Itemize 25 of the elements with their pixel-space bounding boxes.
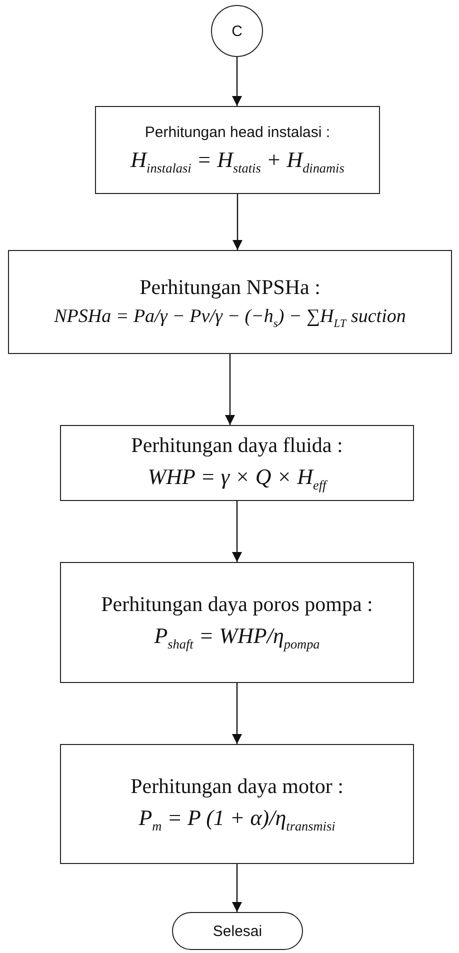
- terminator: [172, 912, 303, 950]
- arrow: [225, 354, 235, 425]
- process-box: [8, 250, 452, 354]
- arrow: [232, 683, 242, 744]
- process-box: [60, 425, 414, 501]
- arrow: [232, 864, 242, 912]
- step-heading: Perhitungan daya fluida :: [131, 432, 343, 458]
- arrow: [232, 501, 242, 562]
- process-box: [60, 744, 414, 864]
- formula: NPSHa = Pa/γ − Pv/γ − (−h$_{s}$) − ∑H$_{LT}$ suction: [54, 306, 406, 330]
- process-box: [95, 106, 380, 194]
- process-box: [60, 562, 414, 683]
- formula: WHP = γ × Q × H$_{eff}$: [148, 464, 326, 494]
- formula: H$_{instalasi}$ = H$_{statis}$ + H$_{dinamis}$: [130, 146, 344, 176]
- step-heading: Perhitungan daya motor :: [130, 774, 344, 799]
- formula: P$_{m}$ = P (1 + α)/η$_{transmisi}$: [138, 804, 336, 834]
- connector-circle: [211, 5, 263, 57]
- step-heading: Perhitungan NPSHa :: [140, 274, 320, 300]
- step-heading: Perhitungan head instalasi :: [144, 124, 330, 141]
- arrow: [232, 57, 242, 106]
- step-heading: Selesai: [212, 922, 262, 940]
- formula: P$_{shaft}$ = WHP/η$_{pompa}$: [154, 623, 320, 653]
- arrow: [232, 194, 242, 250]
- connector-label: C: [232, 22, 242, 40]
- step-heading: Perhitungan daya poros pompa :: [101, 592, 373, 618]
